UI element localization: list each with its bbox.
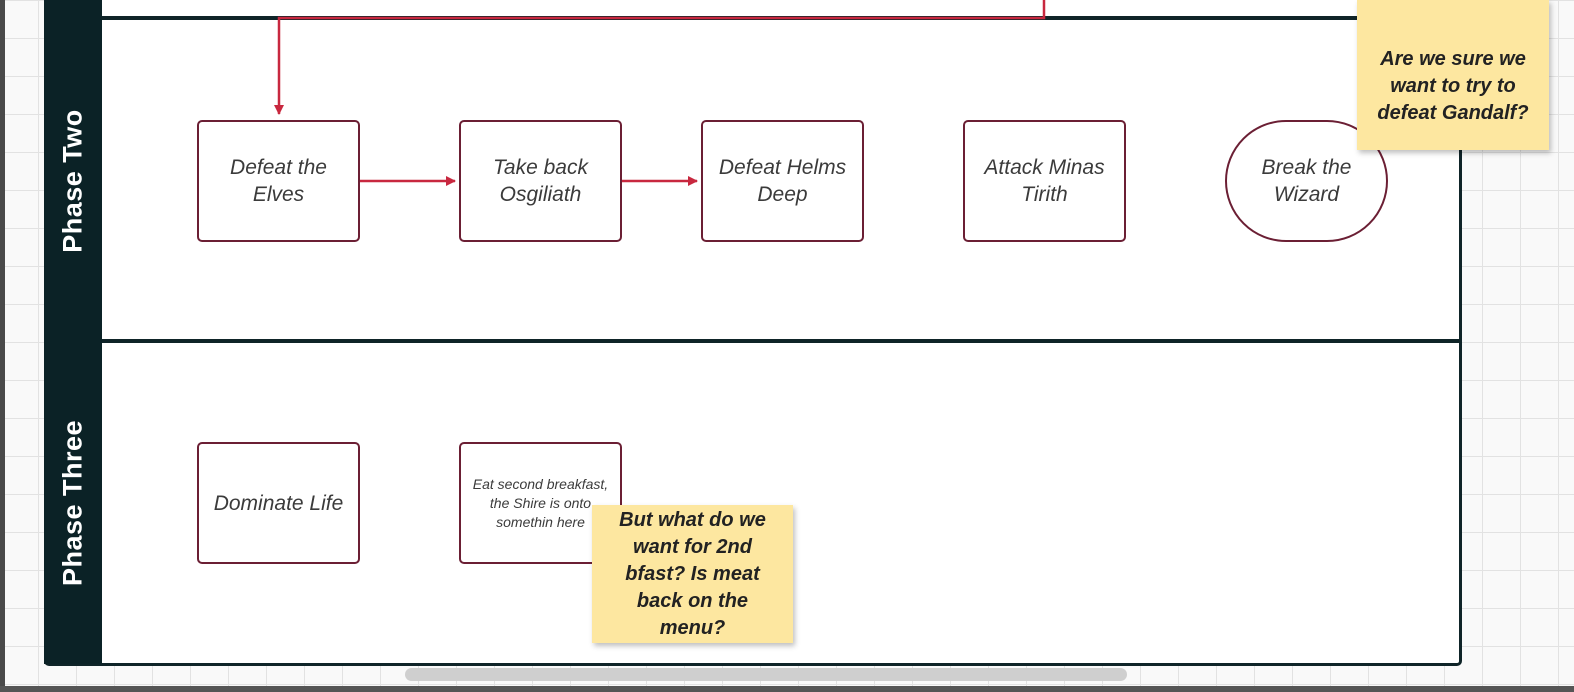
node-dominate-life[interactable]: Dominate Life: [197, 442, 360, 564]
lane-divider-middle: [102, 339, 1462, 343]
canvas-left-edge: [0, 0, 5, 692]
canvas-bottom-edge: [0, 686, 1574, 692]
sticky-note-gandalf[interactable]: Are we sure we want to try to defeat Gan…: [1357, 0, 1549, 150]
lane-title-phase-three: Phase Three: [57, 419, 88, 587]
node-defeat-helms-deep[interactable]: Defeat Helms Deep: [701, 120, 864, 242]
lane-header-previous: [44, 0, 102, 20]
lane-title-phase-two: Phase Two: [57, 109, 88, 253]
lane-divider-top: [102, 16, 1462, 20]
node-break-the-wizard[interactable]: Break the Wizard: [1225, 120, 1388, 242]
node-defeat-the-elves[interactable]: Defeat the Elves: [197, 120, 360, 242]
horizontal-scrollbar[interactable]: [405, 668, 1127, 681]
node-attack-minas-tirith[interactable]: Attack Minas Tirith: [963, 120, 1126, 242]
lane-header-phase-three[interactable]: Phase Three: [44, 342, 102, 664]
lane-header-phase-two[interactable]: Phase Two: [44, 20, 102, 342]
node-take-back-osgiliath[interactable]: Take back Osgiliath: [459, 120, 622, 242]
sticky-note-second-breakfast[interactable]: But what do we want for 2nd bfast? Is me…: [592, 505, 793, 643]
